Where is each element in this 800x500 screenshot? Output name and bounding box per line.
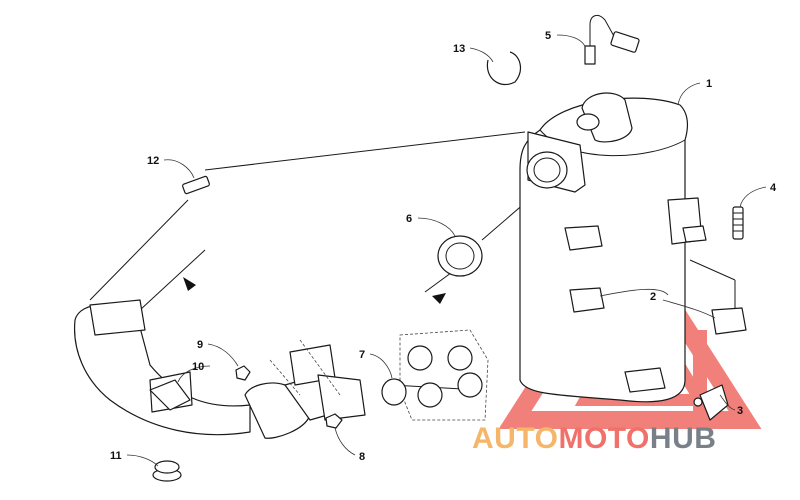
leader-1: [677, 82, 701, 106]
leader-13: [469, 47, 494, 63]
leader-7: [369, 353, 393, 379]
downpipe-flange: [89, 299, 146, 336]
manifold-flange-right: [317, 374, 366, 421]
direction-arrow-left: [183, 277, 196, 291]
rubber-mounts: [564, 197, 747, 393]
direction-arrow-right: [432, 293, 446, 304]
lambda-sensor: [584, 14, 640, 65]
callout-13: 13: [453, 43, 465, 55]
leader-12: [163, 159, 195, 179]
pipe-clamp: [486, 51, 522, 86]
callout-1: 1: [706, 78, 712, 90]
watermark-word-moto: MOTO: [558, 422, 649, 455]
exhaust-port-upper-right: [447, 345, 473, 371]
guide-line-spring-to-muffler: [204, 131, 526, 171]
callout-7: 7: [359, 349, 365, 361]
leader-9: [207, 343, 239, 367]
callout-11: 11: [110, 450, 122, 462]
leader-6: [417, 217, 456, 237]
manifold-nut: [235, 365, 251, 381]
converter-guide: [269, 339, 341, 396]
exhaust-port-upper-left: [407, 345, 433, 371]
sensor-connector: [610, 31, 640, 53]
guide-line-pipe-flange: [139, 249, 206, 311]
leader-8: [334, 427, 356, 456]
callout-2: 2: [650, 291, 656, 303]
heat-shield: [149, 379, 191, 411]
exhaust-pipe: [73, 299, 366, 439]
leader-2-a: [599, 288, 669, 297]
sensor-body: [584, 45, 596, 65]
pipe-spring-coil: [182, 175, 210, 195]
sensor-cable: [589, 14, 616, 48]
callout-9: 9: [197, 339, 203, 351]
muffler-body: [519, 92, 688, 403]
flange-gasket: [381, 378, 407, 406]
muffler-inlet-bore: [533, 157, 561, 183]
leader-4: [739, 186, 767, 208]
leader-11: [126, 454, 159, 467]
gasket-ring: [437, 235, 483, 277]
mount-spring-coil: [732, 206, 744, 240]
watermark-word-hub: HUB: [650, 422, 717, 455]
leader-5: [556, 34, 586, 47]
cylinder-head: [399, 329, 489, 421]
rubber-mount-right: [711, 307, 747, 335]
callout-5: 5: [545, 30, 551, 42]
rubber-mount-mid: [569, 287, 605, 313]
callout-6: 6: [406, 213, 412, 225]
pipe-spring: [182, 175, 210, 195]
rubber-mount-bracket-pad: [682, 225, 707, 243]
callout-leaders: [126, 34, 767, 467]
rubber-foot-top: [154, 460, 180, 474]
mount-spring-turns: [733, 212, 743, 232]
muffler-inlet-port: [576, 113, 600, 131]
callout-12: 12: [147, 155, 159, 167]
gasket-ring-inner: [445, 242, 475, 270]
leader-10: [177, 365, 211, 383]
mount-spring: [732, 206, 744, 240]
callout-10: 10: [192, 361, 204, 373]
logo-g-stroke: [693, 330, 740, 427]
callout-3: 3: [737, 405, 743, 417]
callout-4: 4: [770, 182, 777, 194]
pipe-clamp-band: [486, 51, 522, 86]
exhaust-port-lower-left: [417, 382, 443, 408]
leader-2-b: [662, 299, 716, 319]
rubber-mount-top: [564, 225, 603, 251]
muffler-inlet-elbow: [581, 92, 633, 143]
flange-nut: [325, 413, 343, 429]
lower-bracket-bolt: [693, 397, 703, 407]
rubber-mount-base: [624, 367, 666, 393]
exhaust-port-lower-right: [457, 372, 483, 398]
watermark-word-auto: AUTO: [472, 422, 558, 455]
rubber-foot: [152, 460, 182, 482]
watermark-wordmark: AUTOMOTOHUB: [472, 422, 716, 455]
mount-guide-a: [689, 259, 736, 281]
muffler-inlet-ring: [526, 151, 568, 189]
gasket-ring-outer: [437, 235, 483, 277]
callout-8: 8: [359, 451, 365, 463]
guide-line-spring-to-pipe: [89, 199, 189, 301]
callout-labels: 1 2 3 4 5 6 7 8 9 10 11 12 13: [110, 30, 777, 463]
leader-3: [719, 394, 736, 411]
